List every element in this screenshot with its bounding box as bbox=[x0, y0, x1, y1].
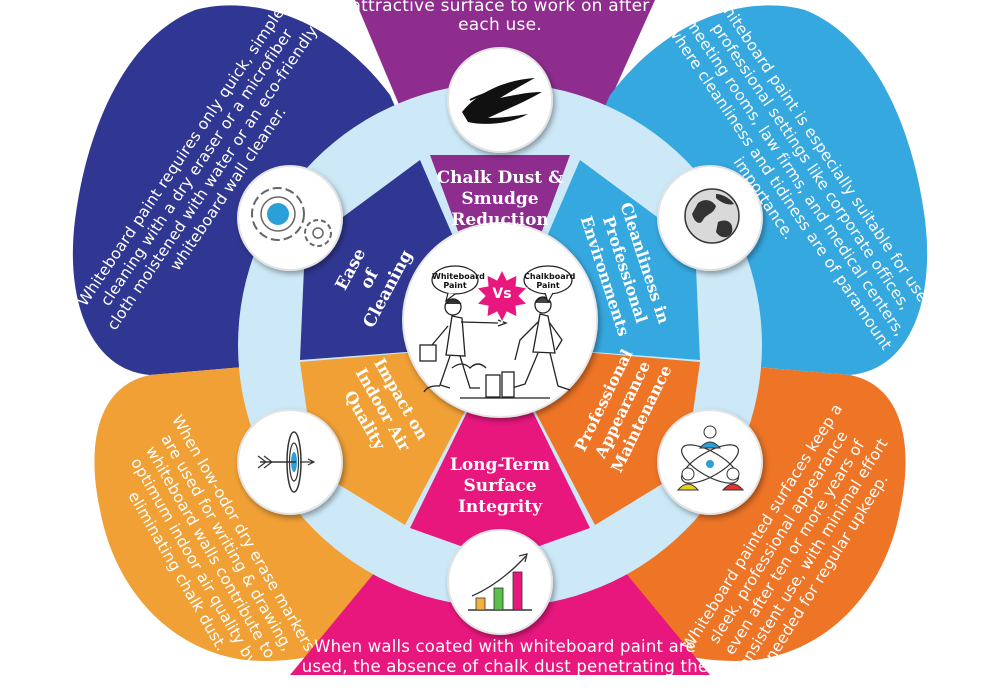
label-integrity: Long-Term Surface Integrity bbox=[449, 455, 551, 517]
label-dust: Chalk Dust & Smudge Reduction bbox=[436, 168, 564, 230]
vs-text: Vs bbox=[492, 286, 512, 302]
dust-description: ...igh quality and ... clean, attractive… bbox=[350, 0, 650, 35]
vs-starburst-icon bbox=[475, 268, 529, 324]
black-brush-stroke-icon bbox=[462, 78, 542, 124]
growth-chart-icon bbox=[468, 553, 532, 611]
team-network-icon bbox=[676, 425, 745, 491]
integrity-description: When walls coated with whiteboard paint … bbox=[301, 637, 709, 676]
icon-circle-integrity bbox=[447, 529, 553, 635]
vs-badge bbox=[475, 268, 529, 324]
speech-bubbles bbox=[431, 265, 573, 304]
globe-icon bbox=[684, 188, 740, 244]
infographic-diagram bbox=[72, 0, 928, 675]
wedge-integrity bbox=[410, 345, 590, 560]
face-off-illustration bbox=[419, 296, 571, 399]
gears-icon bbox=[251, 187, 332, 247]
target-arrow-icon bbox=[257, 431, 316, 493]
chalkboard-paint-label: Chalkboard Paint bbox=[524, 272, 576, 290]
whiteboard-paint-label: Whiteboard Paint bbox=[432, 272, 485, 290]
